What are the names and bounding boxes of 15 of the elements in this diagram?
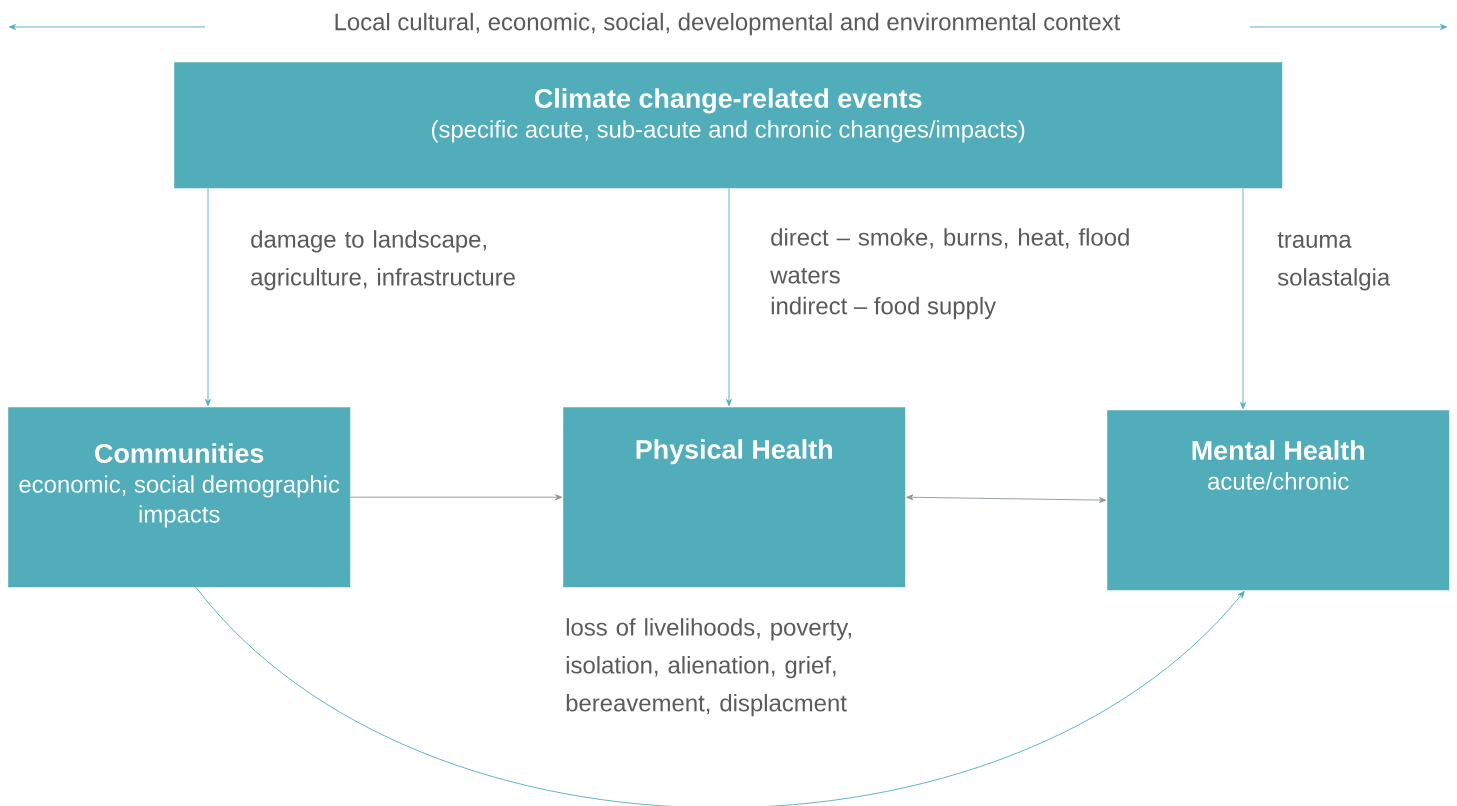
note-text: indirect – food supply: [771, 296, 997, 320]
context-label: Local cultural, economic, social, developmental and environmental context: [335, 12, 1121, 36]
arrow: [349, 494, 563, 501]
arrow: [1240, 187, 1246, 410]
edge-label: damage to landscape, agriculture, infrastructure: [251, 230, 515, 291]
edge-label: direct – smoke, burns, heat, flood waters: [770, 228, 1129, 284]
process-box: Physical Health: [563, 407, 906, 588]
heading-box: Climate change-related events (specific acute, sub-acute and chronic changes/impacts): [174, 62, 1283, 189]
arrow: [906, 494, 1107, 503]
arrow: [205, 187, 211, 407]
arrow: [726, 187, 732, 407]
process-box: Communities economic, social demographic impacts: [8, 407, 351, 588]
edge-label: trauma solastalgia: [1277, 232, 1391, 291]
process-box: Mental Health acute/chronic: [1107, 410, 1450, 591]
edge-label: loss of livelihoods, poverty, isolation, alienation, grief, bereavement, displacment: [566, 618, 851, 717]
